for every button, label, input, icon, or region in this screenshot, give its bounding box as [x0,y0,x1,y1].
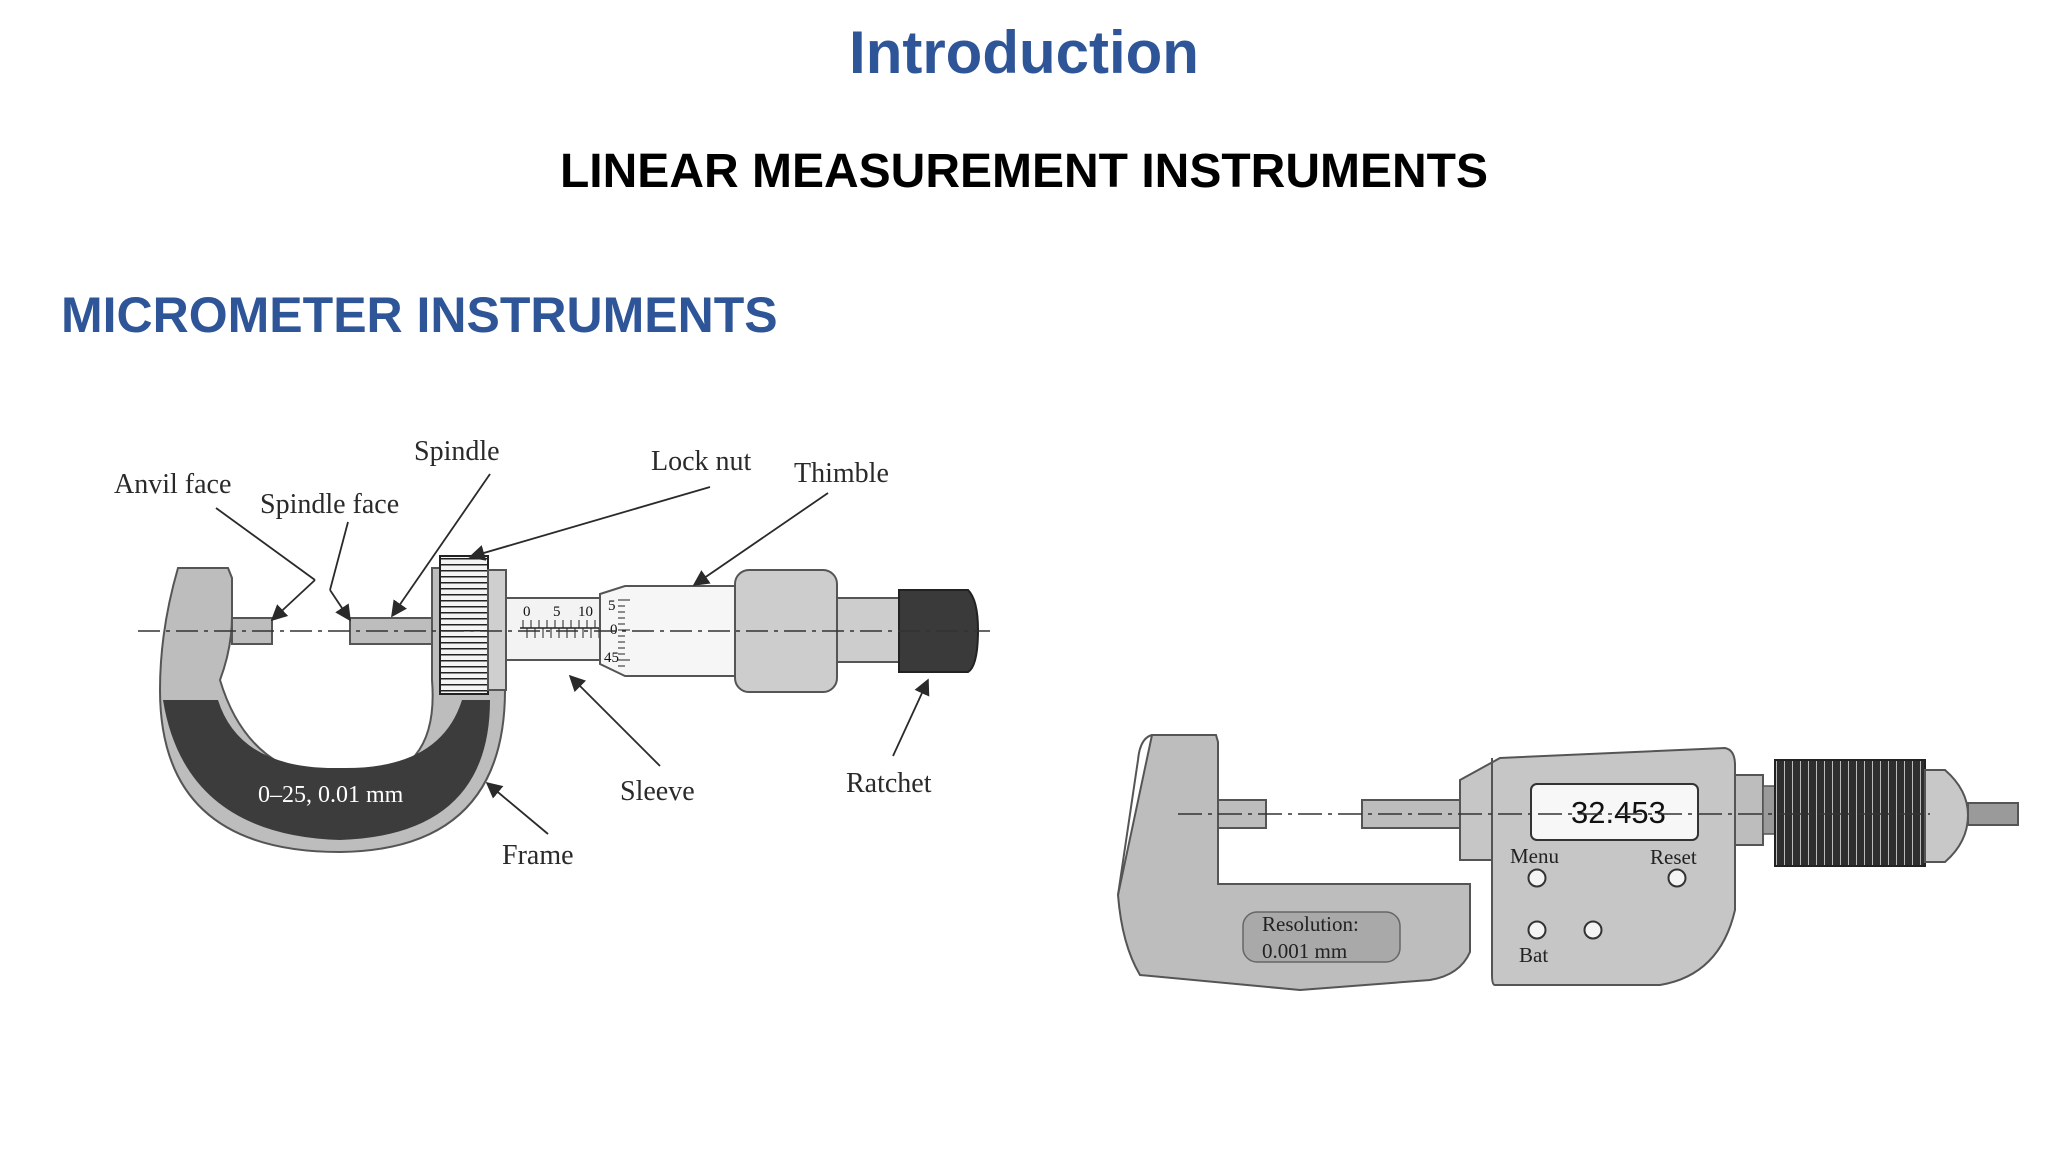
bat-button[interactable] [1527,920,1547,940]
label-lock-nut: Lock nut [651,446,752,477]
reset-button[interactable] [1667,868,1687,888]
digital-collar [1734,774,1764,846]
lcd-display [1530,783,1699,841]
sleeve-scale-10: 10 [578,604,593,620]
label-frame: Frame [502,840,574,871]
lcd-value: 32.453 [1571,795,1666,830]
menu-button[interactable] [1527,868,1547,888]
thimble-ticks [618,599,630,667]
label-thimble: Thimble [794,458,889,489]
analog-micrometer-diagram: 0–25, 0.01 mm 0 5 10 5 0 45 Anvil face S… [114,436,990,871]
digital-end-pin [1967,802,2019,826]
digital-thimble [1774,759,1926,867]
extra-button[interactable] [1583,920,1603,940]
menu-label: Menu [1510,844,1559,868]
frame-marking-band [163,700,490,840]
label-anvil-face: Anvil face [114,469,231,500]
sleeve-scale-0: 0 [523,604,531,620]
label-spindle-face: Spindle face [260,489,399,520]
digital-micrometer-diagram: 32.453 Menu Reset Bat Resolution: 0.001 … [1116,734,2019,992]
resolution-line1: Resolution: [1262,912,1359,936]
slide-title: Introduction [849,19,1199,86]
thimble-scale-0: 0 [610,622,618,638]
resolution-badge [1242,911,1401,963]
sleeve-scale-5: 5 [553,604,561,620]
thimble-scale-5: 5 [608,598,616,614]
lock-nut [439,555,489,695]
leader-lines [215,473,930,835]
label-ratchet: Ratchet [846,768,932,799]
digital-ratchet [1924,769,1970,863]
frame-marking-text: 0–25, 0.01 mm [258,782,404,808]
bat-label: Bat [1519,943,1548,967]
section-heading: MICROMETER INSTRUMENTS [61,287,778,343]
label-sleeve: Sleeve [620,776,695,807]
slide-subtitle: LINEAR MEASUREMENT INSTRUMENTS [559,145,1488,198]
resolution-line2: 0.001 mm [1262,939,1347,963]
reset-label: Reset [1650,845,1697,869]
thimble-scale-45: 45 [604,650,619,666]
label-spindle: Spindle [414,436,500,467]
